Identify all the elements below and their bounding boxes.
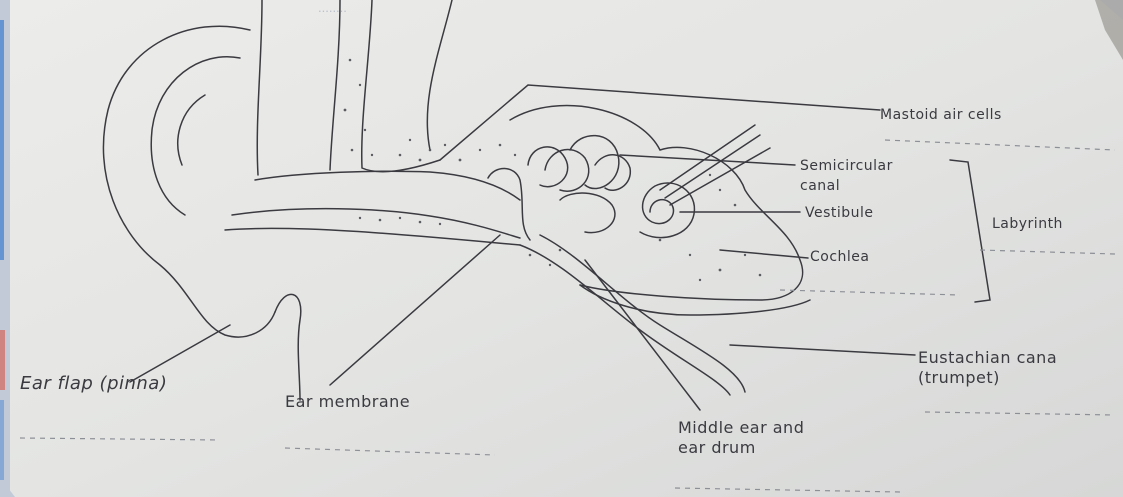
red-margin-mark	[0, 330, 5, 390]
bleed-through-text: ........	[318, 0, 347, 15]
label-vestibule: Vestibule	[805, 205, 874, 221]
label-middle-ear: Middle ear and ear drum	[678, 418, 804, 458]
blue-margin-mark-lower	[0, 400, 4, 480]
label-ear-membrane: Ear membrane	[285, 392, 410, 411]
label-cochlea: Cochlea	[810, 249, 870, 265]
label-labyrinth: Labyrinth	[992, 216, 1063, 232]
label-mastoid: Mastoid air cells	[880, 107, 1002, 123]
label-ear-flap: Ear flap (pinna)	[20, 373, 167, 394]
label-eustachian: Eustachian cana (trumpet)	[918, 348, 1057, 388]
blue-margin-mark	[0, 20, 4, 260]
label-semicircular: Semicircular canal	[800, 156, 893, 196]
